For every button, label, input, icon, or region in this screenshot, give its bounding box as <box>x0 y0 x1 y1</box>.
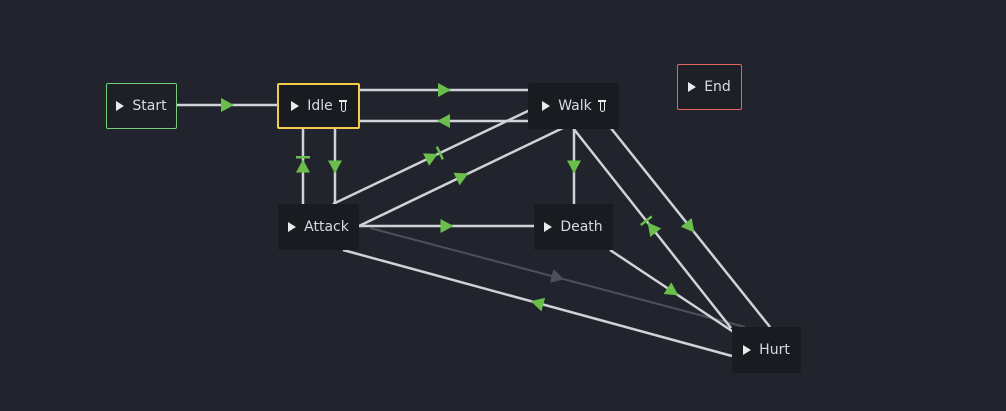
transition-arrow-icon[interactable] <box>296 156 310 173</box>
node-attack[interactable]: Attack <box>278 204 359 250</box>
transition-arrow-icon[interactable] <box>437 114 450 128</box>
node-start[interactable]: Start <box>106 83 177 129</box>
play-icon[interactable] <box>116 101 125 111</box>
node-end[interactable]: End <box>677 64 742 110</box>
transition-arrow-icon[interactable] <box>328 160 342 174</box>
node-label: Walk <box>558 98 592 114</box>
play-icon[interactable] <box>542 101 551 111</box>
transition-arrow-icon[interactable] <box>438 83 451 97</box>
node-idle[interactable]: Idle <box>277 83 360 129</box>
play-icon[interactable] <box>544 222 553 232</box>
play-icon[interactable] <box>688 82 697 92</box>
node-death[interactable]: Death <box>534 204 613 250</box>
transition-arrow-icon[interactable] <box>453 167 472 186</box>
edit-icon[interactable] <box>597 100 606 112</box>
transition-arrow-icon[interactable] <box>663 282 683 301</box>
node-label: Attack <box>304 219 349 235</box>
edit-icon[interactable] <box>338 100 347 112</box>
transition-arrow-icon[interactable] <box>680 217 700 237</box>
play-icon[interactable] <box>291 101 300 111</box>
end-bar-icon <box>435 146 444 160</box>
node-label: Idle <box>307 98 333 114</box>
node-label: Start <box>132 98 167 114</box>
transition-arrow-icon[interactable] <box>440 219 454 233</box>
transition-arrow-icon[interactable] <box>567 160 581 174</box>
play-icon[interactable] <box>288 222 297 232</box>
transition-arrow-icon[interactable] <box>423 146 444 166</box>
node-hurt[interactable]: Hurt <box>732 327 801 373</box>
transition-arrow-icon[interactable] <box>639 215 662 238</box>
node-label: End <box>704 79 731 95</box>
end-bar-icon <box>639 215 653 227</box>
node-label: Hurt <box>759 342 790 358</box>
transition-arrow-icon[interactable] <box>529 294 546 312</box>
transition-arrow-icon[interactable] <box>221 98 234 112</box>
play-icon[interactable] <box>743 345 752 355</box>
node-label: Death <box>560 219 603 235</box>
node-walk[interactable]: Walk <box>528 83 619 129</box>
end-bar-icon <box>296 156 310 159</box>
transition-arrow-icon[interactable] <box>549 269 566 286</box>
